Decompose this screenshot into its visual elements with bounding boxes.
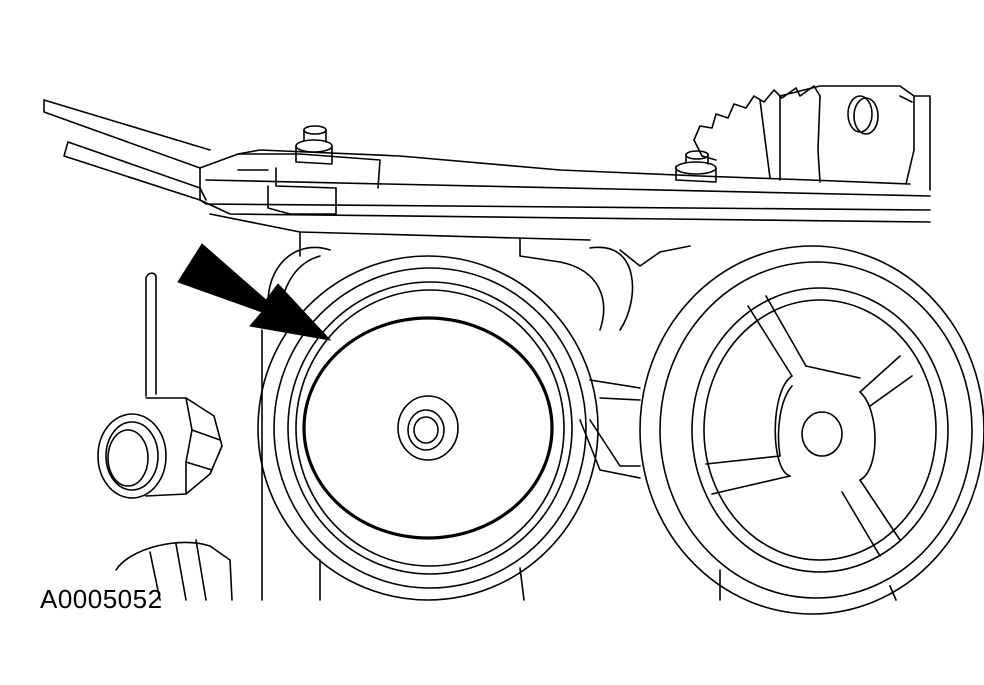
pulley-main	[257, 255, 599, 601]
mounting-bracket	[43, 99, 931, 263]
figure-reference-code: A0005052	[40, 584, 163, 614]
vertical-rod	[145, 272, 157, 397]
pivot-tab	[779, 85, 931, 191]
bracket-bolt-right	[675, 150, 717, 183]
bracket-bolt-left	[295, 125, 333, 165]
callout-arrow	[177, 243, 332, 341]
pulley-spoked	[639, 245, 984, 615]
lower-hose-fitting	[115, 539, 233, 601]
pulley-seal-ring	[302, 316, 554, 540]
gear-sector	[693, 85, 821, 179]
hex-nut-fitting	[97, 397, 223, 499]
